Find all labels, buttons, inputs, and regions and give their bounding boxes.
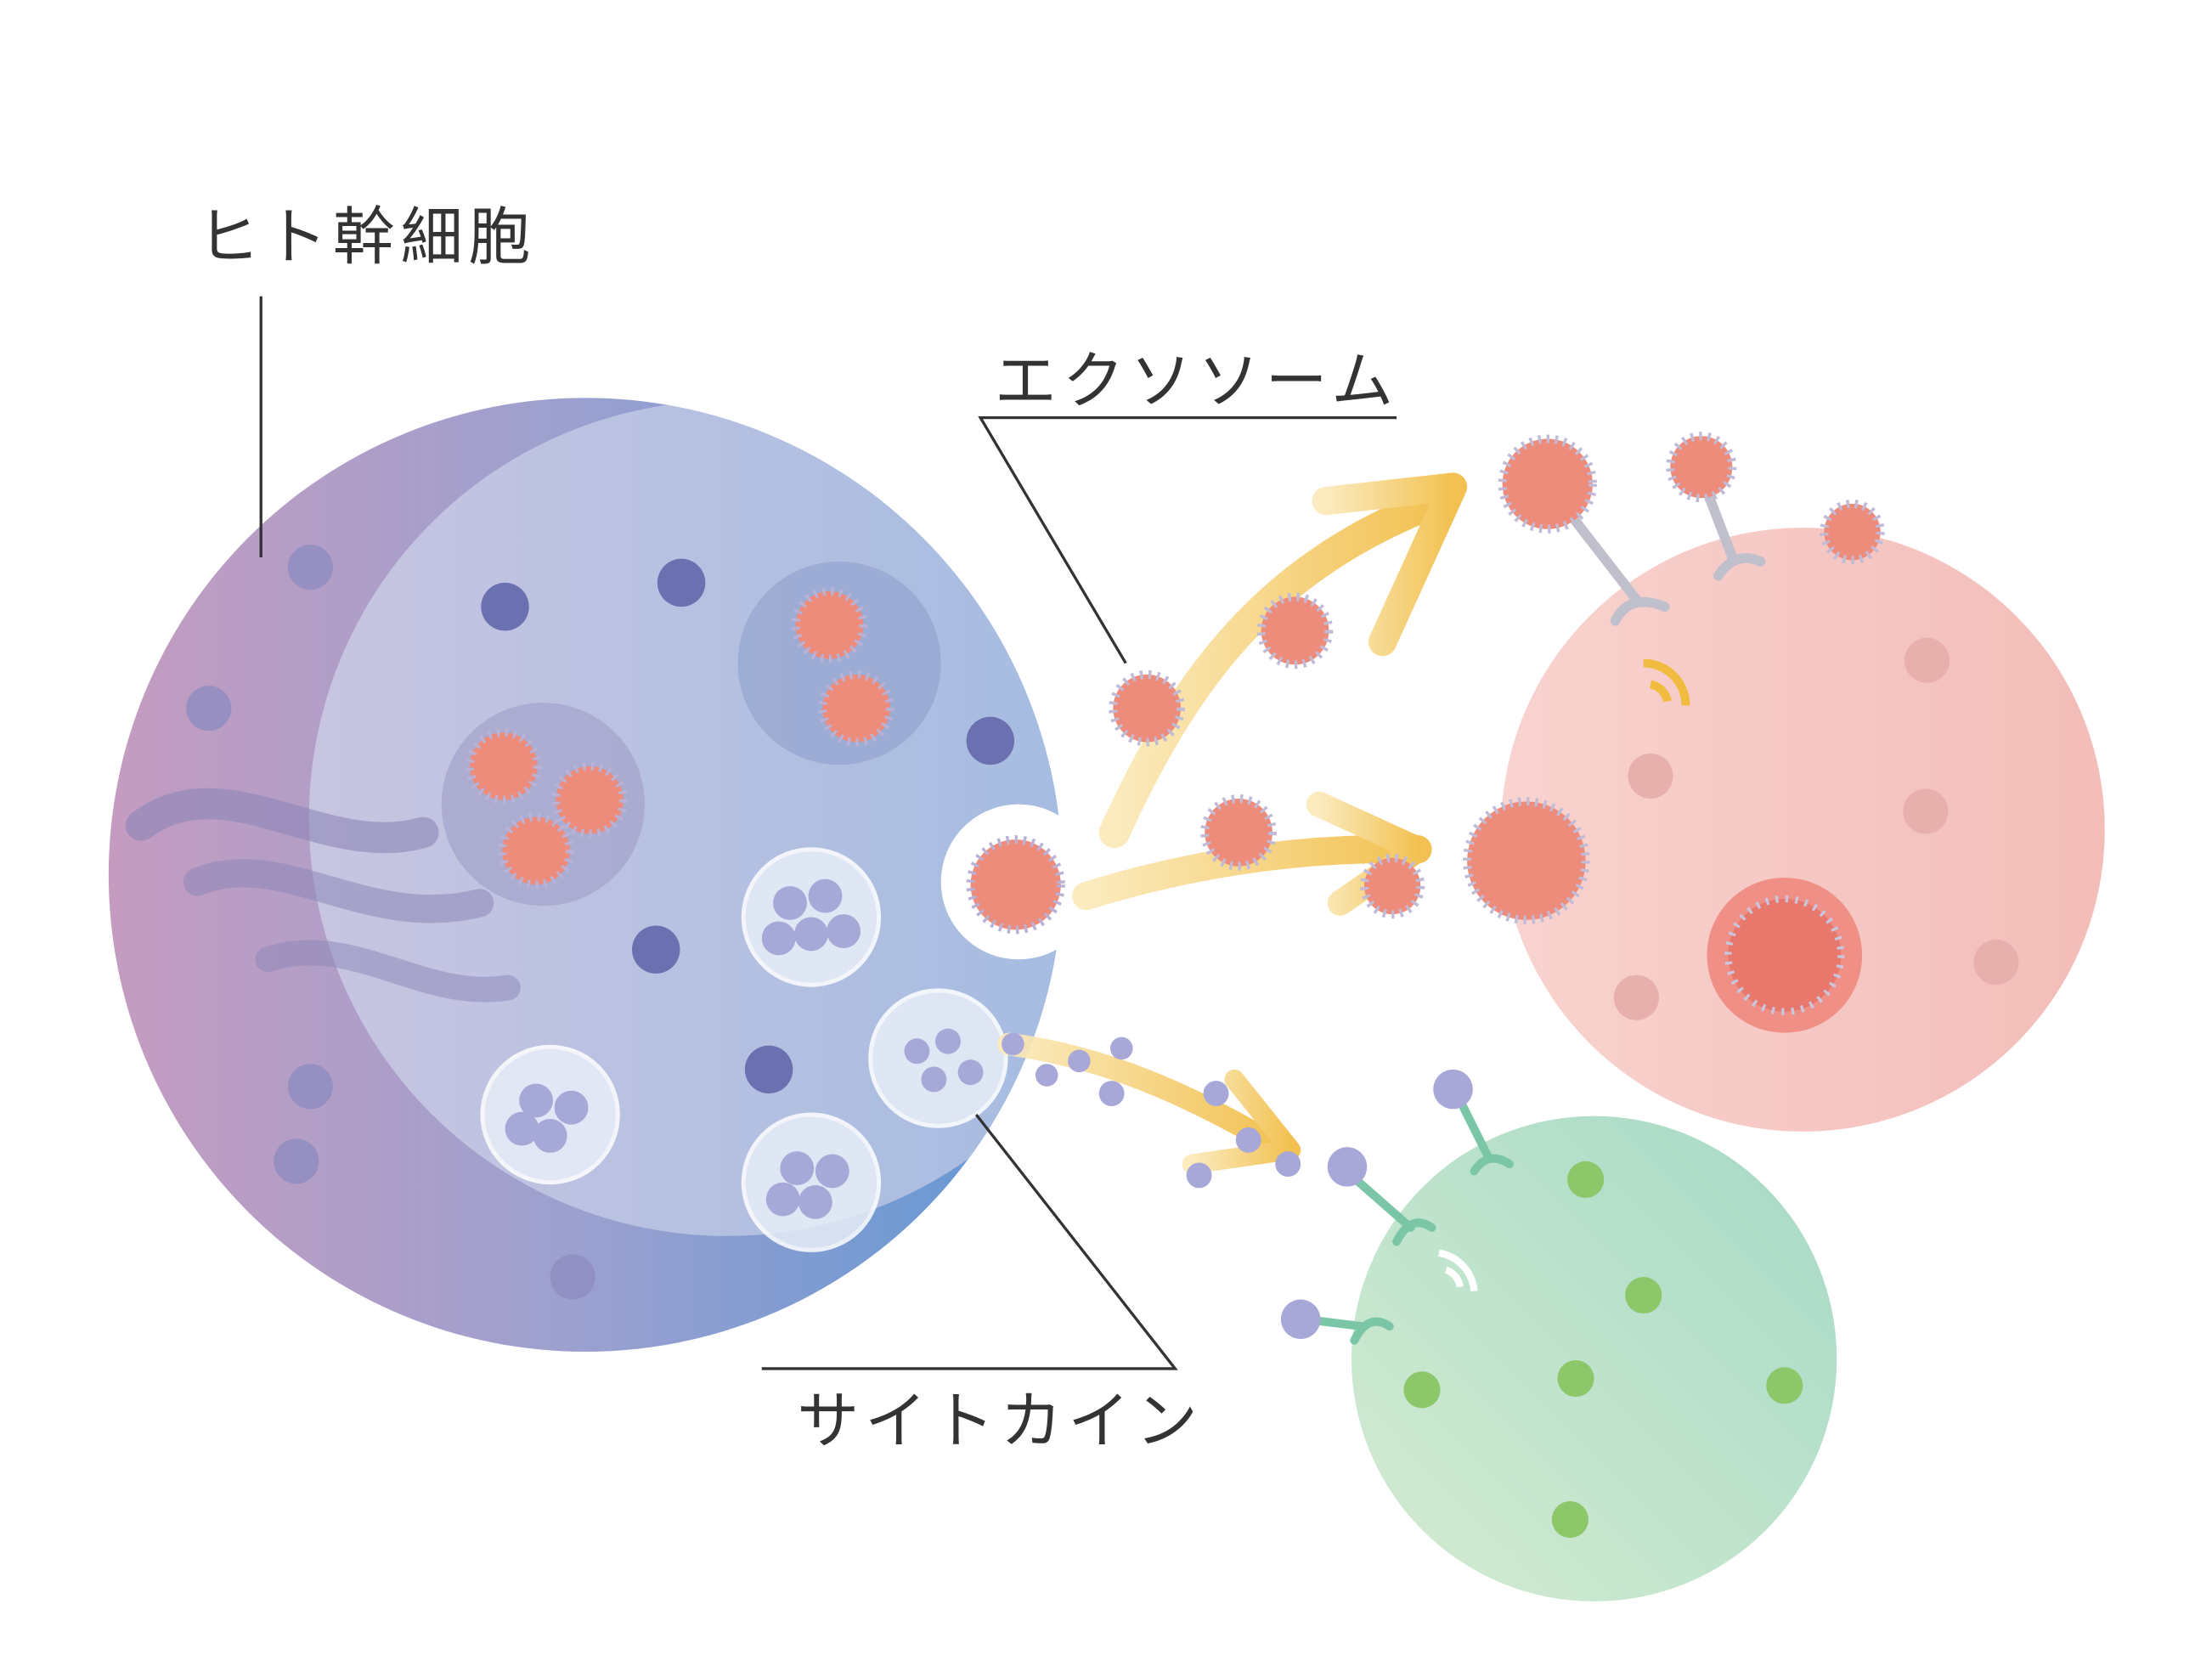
label-stem-cell: ヒト幹細胞	[198, 201, 537, 274]
label-cytokine: サイトカイン	[797, 1385, 1203, 1457]
exosomes-inside	[466, 586, 894, 890]
target-cell-pink	[1501, 467, 2105, 1132]
released-exosome	[966, 835, 1065, 935]
stem-cell	[108, 398, 1063, 1352]
target-cell-green	[1301, 1096, 1837, 1601]
label-exosome: エクソソーム	[995, 345, 1399, 417]
cytokines	[1002, 1032, 1473, 1340]
exosomes-outside	[1109, 432, 1885, 924]
leader-lines	[259, 296, 1397, 1370]
